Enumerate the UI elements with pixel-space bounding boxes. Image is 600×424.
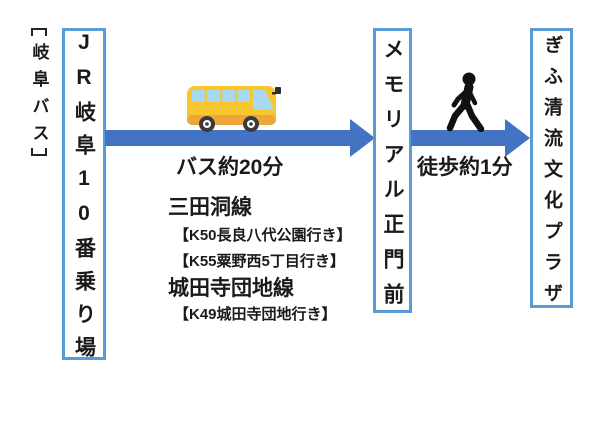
right-arrow-icon	[411, 119, 530, 157]
walk-duration-label: 徒歩約1分	[417, 156, 513, 179]
bus-duration-label: バス約20分	[176, 156, 284, 179]
walking-person-icon	[444, 72, 486, 137]
bus-leg-arrow	[105, 119, 375, 157]
transfer-stop-label: メモリアル正門前	[381, 37, 404, 318]
bus-icon	[187, 84, 283, 138]
transfer-stop-box: メモリアル正門前	[373, 28, 412, 318]
route-line-name: 三田洞線	[168, 196, 252, 219]
origin-stop-label: JR岐阜10番乗り場	[72, 31, 96, 369]
route-line-name: 城田寺団地線	[168, 277, 294, 300]
bus-operator-label: 岐阜バス	[27, 28, 51, 156]
walk-leg-arrow	[411, 119, 530, 157]
route-service: 【K50長良八代公園行き】	[174, 227, 352, 244]
route-service: 【K49城田寺団地行き】	[174, 306, 337, 323]
bracket-bottom	[31, 148, 47, 156]
right-arrow-icon	[105, 119, 375, 157]
destination-box: ぎふ清流文化プラザ	[530, 28, 573, 314]
route-service: 【K55粟野西5丁目行き】	[174, 253, 345, 270]
bus-operator-text: 岐阜バス	[29, 43, 49, 151]
bracket-top	[31, 28, 47, 36]
origin-stop-box: JR岐阜10番乗り場	[62, 28, 106, 369]
destination-label: ぎふ清流文化プラザ	[541, 34, 562, 314]
